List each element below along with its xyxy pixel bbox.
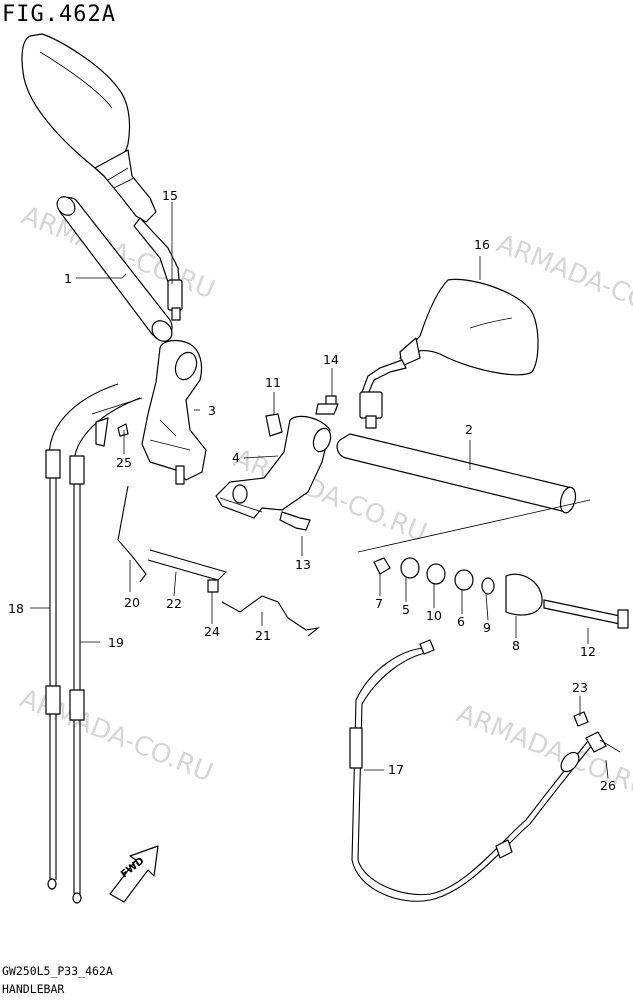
callout-1: 1 [64, 271, 72, 286]
right-handlebar-tube [336, 433, 577, 514]
callout-18: 18 [8, 601, 24, 616]
callout-17: 17 [388, 762, 404, 777]
figure-code: GW250L5_P33_462A [2, 964, 113, 978]
figure-name: HANDLEBAR [2, 982, 65, 996]
left-mirror [21, 33, 183, 321]
right-mirror [359, 278, 539, 429]
callout-9: 9 [483, 620, 491, 635]
callout-13: 13 [295, 557, 311, 572]
callout-15: 15 [162, 188, 178, 203]
callout-19: 19 [108, 635, 124, 650]
callout-6: 6 [457, 614, 465, 629]
bolt-13 [279, 511, 311, 531]
bar-end-assembly [357, 499, 629, 629]
callout-20: 20 [124, 595, 140, 610]
plug-11 [265, 413, 283, 437]
callout-23: 23 [572, 680, 588, 695]
leader-lines [30, 202, 609, 779]
throttle-cables [45, 383, 143, 904]
callout-4: 4 [232, 450, 240, 465]
right-handlebar-holder [215, 415, 332, 519]
callout-3: 3 [208, 403, 216, 418]
fwd-arrow: FWD [109, 845, 159, 903]
figure-title: FIG.462A [2, 2, 116, 27]
screw-24 [207, 579, 219, 593]
cable-guide-20 [117, 485, 147, 583]
callout-12: 12 [580, 644, 596, 659]
bolt-14 [315, 395, 339, 415]
clutch-cable [349, 639, 621, 902]
callout-22: 22 [166, 596, 182, 611]
callout-8: 8 [512, 638, 520, 653]
left-handlebar-holder [141, 339, 207, 485]
clamp-22 [147, 549, 228, 581]
callout-14: 14 [323, 352, 339, 367]
callout-7: 7 [375, 596, 383, 611]
callout-16: 16 [474, 237, 490, 252]
callout-24: 24 [204, 624, 220, 639]
callout-5: 5 [402, 602, 410, 617]
callout-labels: 1 2 3 4 5 6 7 8 9 10 11 12 13 14 15 16 1… [8, 188, 616, 793]
callout-25: 25 [116, 455, 132, 470]
wire-guide-21 [221, 595, 320, 637]
callout-2: 2 [465, 422, 473, 437]
callout-10: 10 [426, 608, 442, 623]
left-grip [56, 196, 173, 342]
callout-11: 11 [265, 375, 281, 390]
callout-21: 21 [255, 628, 271, 643]
callout-26: 26 [600, 778, 616, 793]
